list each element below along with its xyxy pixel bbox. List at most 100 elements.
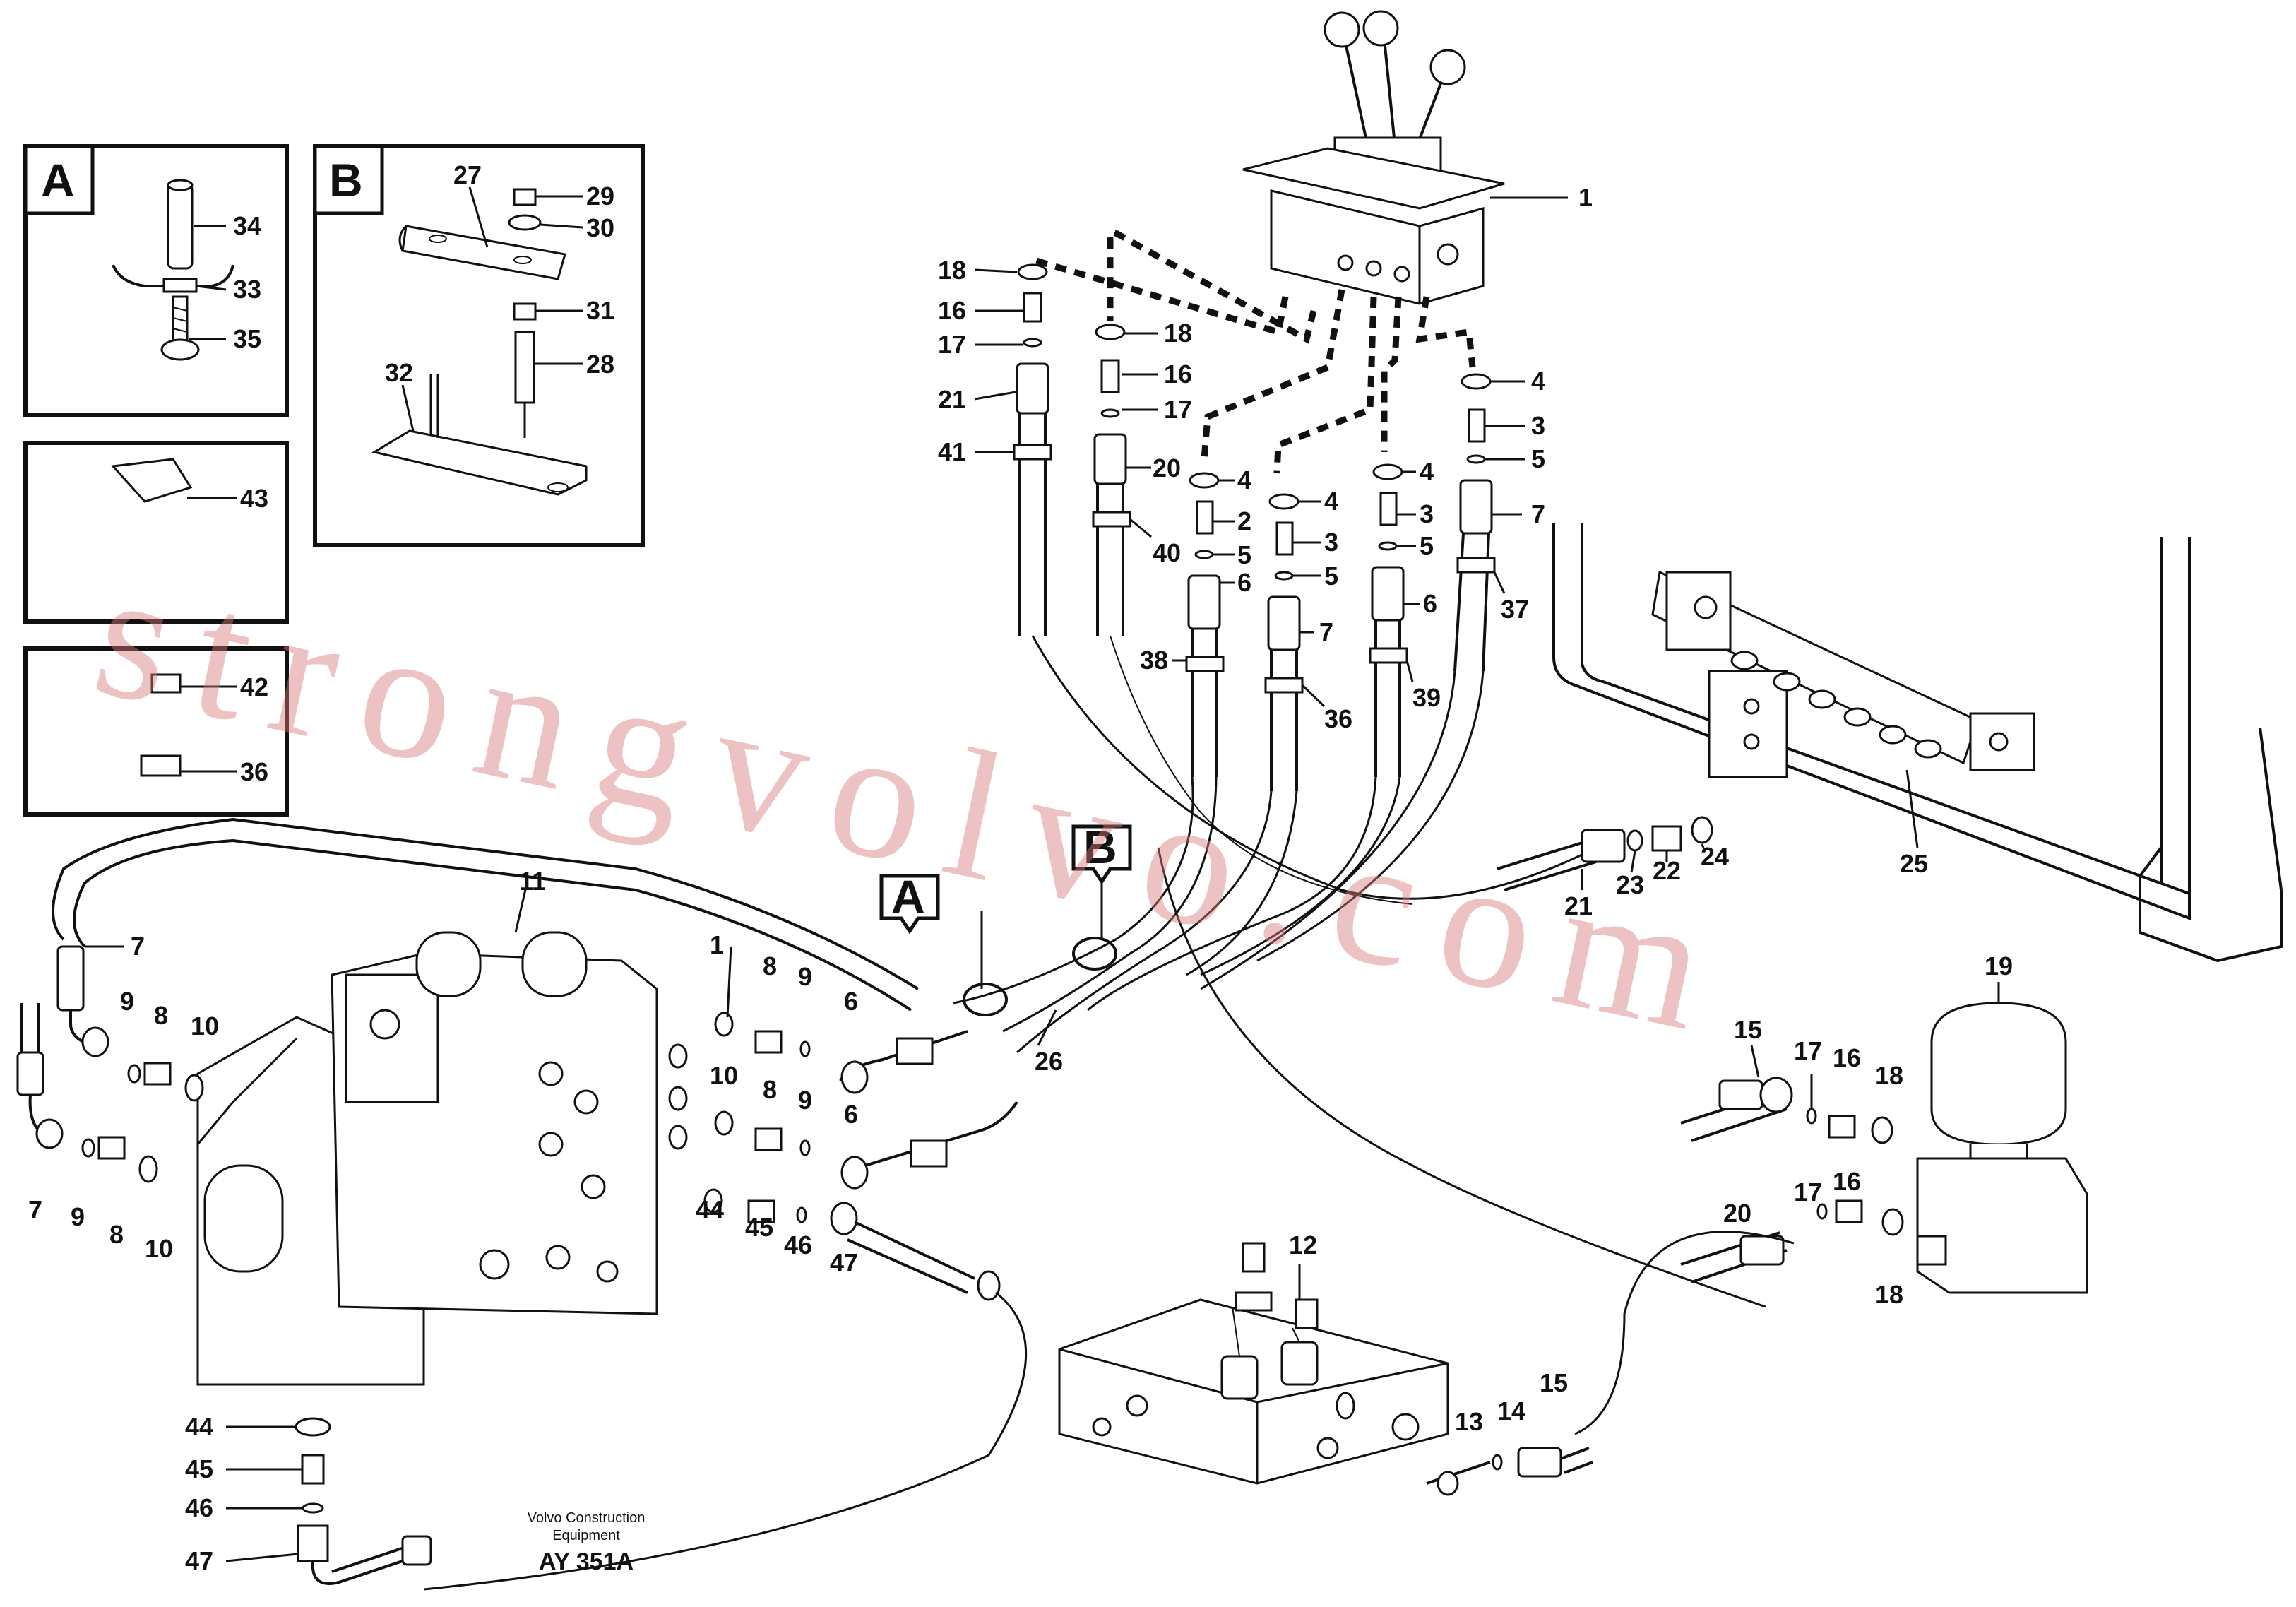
left-hoses: 7 9 8 10 7 9 8 10 <box>16 817 920 1263</box>
label-43: 43 <box>240 484 268 513</box>
hose-assembly-6-right: 4 3 5 6 39 <box>1369 457 1441 777</box>
label-41: 41 <box>938 437 966 466</box>
label-5-a: 5 <box>1237 540 1251 569</box>
valve-block-12: 12 13 14 15 <box>1058 1231 1593 1496</box>
label-37: 37 <box>1501 595 1529 624</box>
label-47-a: 47 <box>830 1248 858 1277</box>
bottom-fittings: 44 45 46 47 <box>185 1412 432 1585</box>
label-39: 39 <box>1412 683 1441 712</box>
hose-assembly-7-mid: 4 3 5 7 36 <box>1264 487 1352 791</box>
label-11: 11 <box>519 867 546 896</box>
label-7-a: 7 <box>1319 617 1333 646</box>
label-29: 29 <box>586 182 614 210</box>
label-36-inset: 36 <box>240 757 268 786</box>
distribution-block-25: 25 <box>1552 523 2283 963</box>
hose-assembly-7-right: 4 3 5 7 37 <box>1453 367 1545 672</box>
label-42: 42 <box>240 672 268 701</box>
label-24: 24 <box>1701 842 1729 871</box>
label-9-c: 9 <box>798 962 812 991</box>
label-31: 31 <box>586 296 614 325</box>
label-18-d: 18 <box>1875 1280 1903 1309</box>
label-5-c: 5 <box>1420 531 1434 560</box>
label-33: 33 <box>233 275 261 304</box>
label-8-d: 8 <box>763 1075 777 1104</box>
control-valve-top: 1 <box>1242 10 1593 305</box>
label-8-a: 8 <box>154 1001 168 1030</box>
label-10-a: 10 <box>191 1012 219 1040</box>
hose-assembly-21-left: 18 16 17 21 41 <box>938 256 1052 636</box>
label-9-d: 9 <box>798 1086 812 1115</box>
label-5-d: 5 <box>1531 444 1545 473</box>
label-18-a: 18 <box>938 256 966 285</box>
label-16-a: 16 <box>938 296 966 325</box>
label-26: 26 <box>1035 1047 1063 1076</box>
label-32: 32 <box>385 358 413 387</box>
label-46-a: 46 <box>784 1231 812 1259</box>
label-6-c: 6 <box>844 987 858 1016</box>
accumulator-hoses: 15 17 16 18 20 17 16 18 <box>1574 1015 1904 1435</box>
label-9-b: 9 <box>71 1202 85 1231</box>
label-3-a: 3 <box>1324 528 1338 557</box>
label-36: 36 <box>1324 704 1352 733</box>
label-21-a: 21 <box>938 385 966 414</box>
label-35: 35 <box>233 324 261 353</box>
label-18-c: 18 <box>1875 1061 1903 1090</box>
label-20-a: 20 <box>1153 453 1181 482</box>
label-10-c: 10 <box>710 1061 738 1090</box>
label-22: 22 <box>1653 856 1681 885</box>
label-6-a: 6 <box>1237 568 1251 597</box>
label-34: 34 <box>233 211 261 240</box>
label-44-a: 44 <box>696 1195 724 1224</box>
hose-assembly-6-left: 4 2 5 6 38 <box>1140 466 1251 777</box>
label-10-b: 10 <box>145 1234 173 1263</box>
credit-line-2: Equipment <box>552 1528 620 1543</box>
label-44-b: 44 <box>185 1412 213 1441</box>
label-1-b: 1 <box>710 930 724 959</box>
label-6-b: 6 <box>1423 589 1437 618</box>
label-30: 30 <box>586 213 614 242</box>
label-15-b: 15 <box>1540 1368 1568 1397</box>
drawing-code: AY 351A <box>539 1548 634 1575</box>
label-8-b: 8 <box>109 1220 124 1249</box>
label-17-c: 17 <box>1794 1036 1822 1065</box>
label-28: 28 <box>586 350 614 379</box>
label-17-d: 17 <box>1794 1178 1822 1206</box>
label-14: 14 <box>1497 1397 1525 1425</box>
label-20-b: 20 <box>1723 1199 1751 1228</box>
label-19: 19 <box>1985 951 2013 980</box>
label-47-b: 47 <box>185 1546 213 1575</box>
hose-assembly-20-top: 18 16 17 20 40 <box>1092 319 1192 636</box>
inset-cable-tie: 42 36 <box>23 646 289 817</box>
label-13: 13 <box>1455 1407 1483 1436</box>
label-4-c: 4 <box>1420 457 1434 486</box>
label-16-b: 16 <box>1164 360 1192 389</box>
label-25: 25 <box>1900 849 1928 878</box>
label-6-d: 6 <box>844 1100 858 1129</box>
label-17-b: 17 <box>1164 395 1192 424</box>
inset-b-letter: B <box>329 154 363 206</box>
label-16-c: 16 <box>1833 1043 1861 1072</box>
label-16-d: 16 <box>1833 1167 1861 1196</box>
callout-b: B <box>1083 821 1117 873</box>
hose-21-block: 21 23 22 24 <box>1497 816 1729 920</box>
label-4-d: 4 <box>1531 367 1545 396</box>
label-40: 40 <box>1153 538 1181 567</box>
label-17-a: 17 <box>938 330 966 359</box>
label-3-c: 3 <box>1531 411 1545 440</box>
credit-line-1: Volvo Construction <box>528 1510 646 1526</box>
inset-a-letter: A <box>41 154 75 206</box>
label-9-a: 9 <box>120 987 134 1016</box>
label-5-b: 5 <box>1324 562 1338 591</box>
label-1: 1 <box>1578 183 1593 212</box>
label-2: 2 <box>1237 506 1251 535</box>
inset-b: B 27 29 30 31 28 32 <box>313 144 645 547</box>
accumulator-19: 19 <box>1916 951 2088 1294</box>
inset-a: A 34 33 35 <box>23 144 289 417</box>
label-21-b: 21 <box>1564 891 1593 920</box>
callout-a: A <box>891 870 925 923</box>
label-38: 38 <box>1140 646 1168 675</box>
label-7-c: 7 <box>131 932 145 961</box>
label-45-b: 45 <box>185 1454 213 1483</box>
label-27: 27 <box>453 160 482 189</box>
